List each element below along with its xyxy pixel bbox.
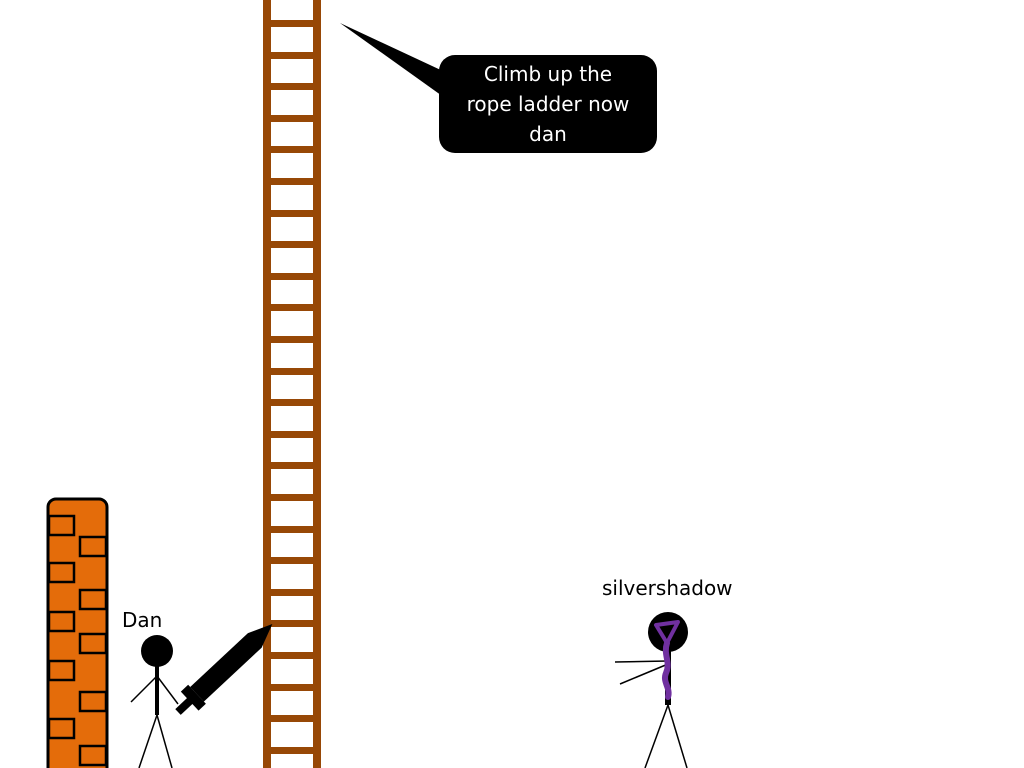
ladder-rung xyxy=(263,336,321,343)
ladder-rung xyxy=(263,83,321,90)
ladder-rung xyxy=(263,20,321,27)
ladder-rung xyxy=(263,494,321,501)
ladder-rung xyxy=(263,52,321,59)
dan-character xyxy=(130,635,179,768)
ladder-rung xyxy=(263,589,321,596)
dan-name-label: Dan xyxy=(122,608,163,632)
ladder-rung xyxy=(263,115,321,122)
ladder-rung xyxy=(263,715,321,722)
ladder-rung xyxy=(263,399,321,406)
ladder-rung xyxy=(263,526,321,533)
ladder-rung xyxy=(263,273,321,280)
purple-staff-icon xyxy=(654,620,680,700)
ladder-rung xyxy=(263,620,321,627)
silvershadow-name-label: silvershadow xyxy=(602,576,733,600)
ladder-rung xyxy=(263,304,321,311)
ladder-rung xyxy=(263,462,321,469)
ladder-rung xyxy=(263,684,321,691)
ladder-rung xyxy=(263,210,321,217)
ladder-rung xyxy=(263,146,321,153)
speech-bubble xyxy=(340,23,657,153)
speech-bubble-text: Climb up the rope ladder now dan xyxy=(466,62,630,146)
sword-icon xyxy=(175,624,273,715)
ladder-rung xyxy=(263,652,321,659)
brick-wall-icon xyxy=(46,497,109,768)
ladder-rung xyxy=(263,431,321,438)
ladder-rung xyxy=(263,241,321,248)
ladder-icon xyxy=(263,0,321,768)
ladder-rung xyxy=(263,747,321,754)
ladder-rung xyxy=(263,557,321,564)
ladder-rung xyxy=(263,368,321,375)
ladder-rung xyxy=(263,178,321,185)
silvershadow-character xyxy=(614,612,688,768)
